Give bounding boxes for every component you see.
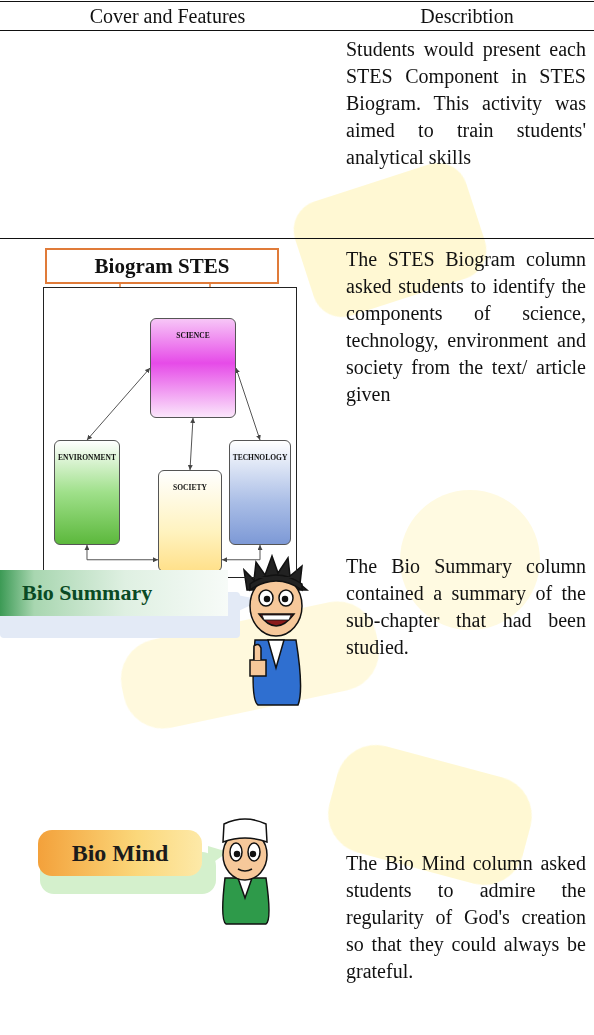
banner-title: Bio Mind — [72, 840, 169, 867]
summary-banner: Bio Summary — [0, 570, 228, 616]
description-text: Students would present each STES Compone… — [346, 36, 586, 171]
cartoon-cap-boy — [223, 819, 269, 924]
cartoon-thumbs-up-boy — [244, 556, 307, 705]
mind-banner: Bio Mind — [38, 830, 202, 876]
connector-arrow — [87, 368, 150, 440]
connector-arrow — [222, 545, 260, 560]
column-header: Cover and Features — [0, 5, 335, 27]
biogram-frame: Biogram STESSCIENCEENVIRONMENTTECHNOLOGY… — [43, 287, 297, 578]
banner-title: Bio Summary — [22, 580, 152, 606]
society-box: SOCIETY — [158, 470, 222, 572]
box-label: SOCIETY — [173, 483, 207, 492]
environment-box: ENVIRONMENT — [54, 440, 120, 545]
description-text: The Bio Mind column asked students to ad… — [346, 850, 586, 985]
biogram-ground — [43, 287, 297, 578]
description-text: The Bio Summary column contained a summa… — [346, 553, 586, 661]
box-label: ENVIRONMENT — [58, 453, 116, 462]
technology-box: TECHNOLOGY — [229, 440, 292, 545]
description-text: The STES Biogram column asked students t… — [346, 246, 586, 408]
biogram-heading: Biogram STES — [45, 248, 279, 284]
table-rules — [0, 2, 594, 239]
box-label: TECHNOLOGY — [233, 453, 288, 462]
connector-arrow — [236, 368, 260, 440]
column-header: Describtion — [340, 5, 594, 27]
science-box: SCIENCE — [150, 318, 236, 418]
connector-arrow — [87, 545, 158, 560]
connector-arrow — [190, 418, 193, 470]
box-label: SCIENCE — [176, 331, 209, 340]
